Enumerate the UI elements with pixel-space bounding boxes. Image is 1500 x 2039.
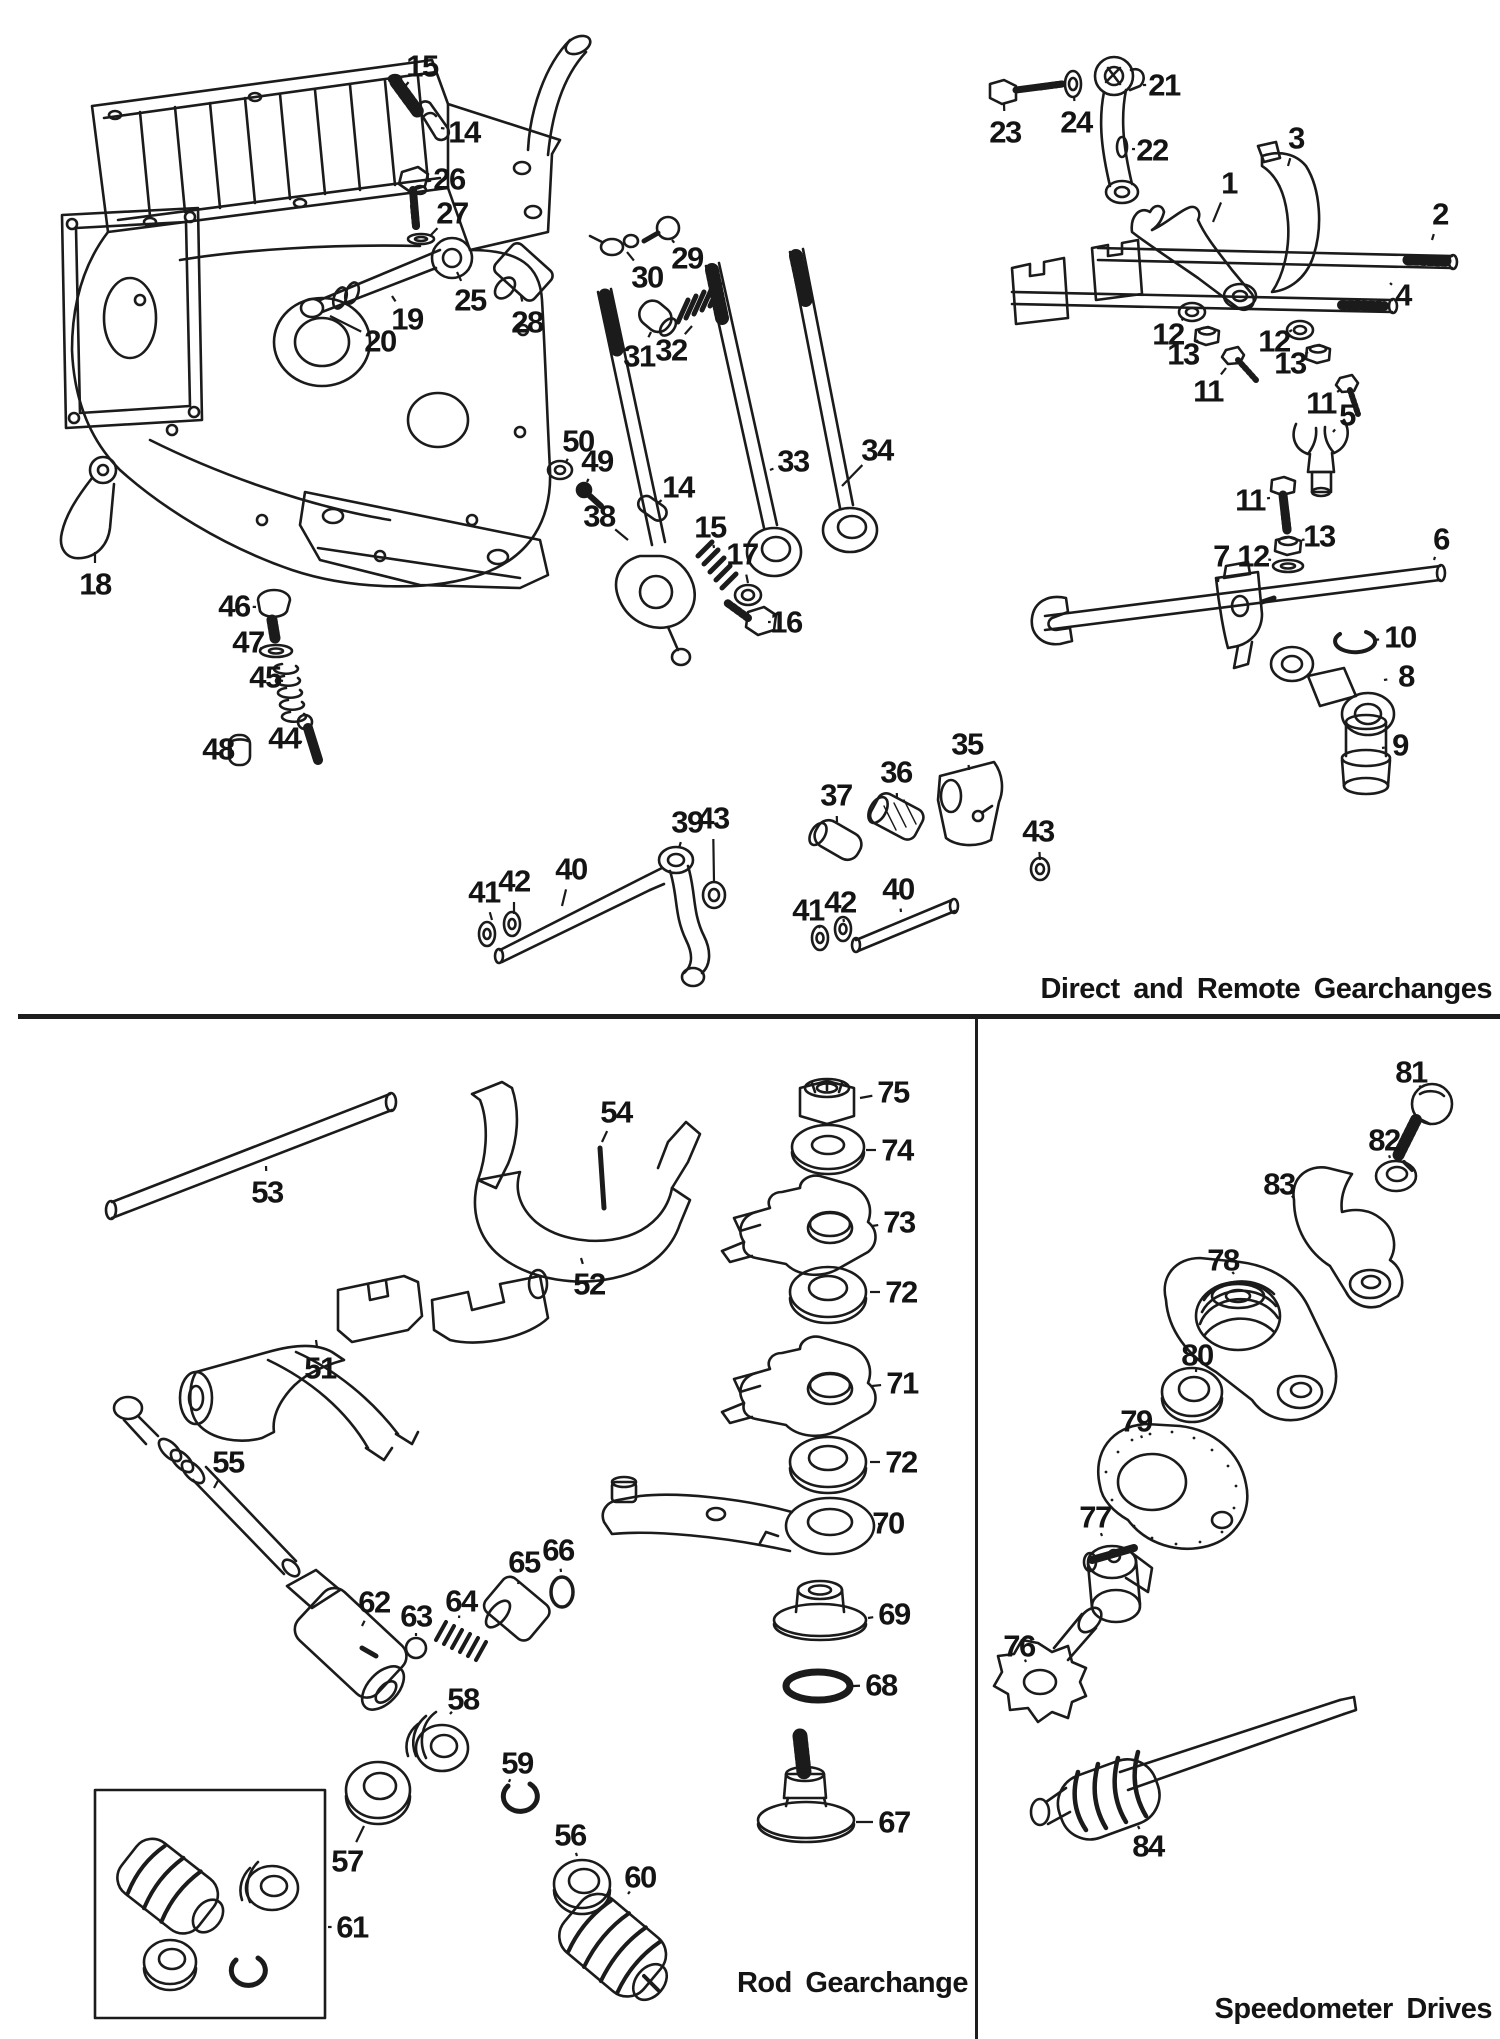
- part-23-bolt: [988, 78, 1066, 106]
- part-79-gasket: [1097, 1422, 1249, 1550]
- part-35-block: [936, 760, 1004, 847]
- part-51-fork: [178, 1274, 424, 1462]
- part-69-bush: [772, 1579, 868, 1642]
- part-12-washer-c: [1271, 558, 1305, 574]
- part-41-washer-right: [810, 924, 830, 952]
- part-18-lever: [59, 455, 118, 560]
- part-48-roller: [227, 733, 252, 767]
- part-36-bush: [867, 792, 925, 841]
- part-65-bush: [482, 1575, 551, 1642]
- part-45-spring: [272, 662, 308, 724]
- part-57-ring: [344, 1760, 412, 1826]
- part-5-fork: [1292, 418, 1349, 498]
- part-50-washer: [546, 459, 574, 481]
- part-9-bush: [1340, 713, 1392, 796]
- part-31-plunger: [637, 299, 678, 337]
- part-11-bolt-c: [1269, 475, 1297, 535]
- part-3-fork: [1256, 140, 1321, 294]
- part-14-pin: [636, 494, 668, 522]
- horizontal-divider: [18, 1014, 1500, 1019]
- part-8-link: [1269, 645, 1396, 737]
- section-title-direct-remote: Direct and Remote Gearchanges: [1040, 973, 1492, 1005]
- part-32-spring: [675, 281, 723, 325]
- part-49-ball-pin: [575, 481, 604, 509]
- part-47-washer: [258, 643, 294, 659]
- part-77-clamp: [1082, 1544, 1154, 1624]
- part-46-plug: [256, 588, 292, 644]
- part-73-plate: [720, 1174, 877, 1277]
- part-34-rod: [788, 247, 879, 554]
- part-29-ball-pin: [641, 215, 681, 244]
- part-1-fork: [1130, 204, 1258, 312]
- part-37-tube: [808, 818, 863, 862]
- part-64-spring: [434, 1620, 488, 1662]
- part-13-nut-b: [1304, 343, 1332, 365]
- part-15-stud: [389, 75, 425, 119]
- section-title-rod-gearchange: Rod Gearchange: [736, 1967, 969, 1999]
- part-19-20-25-remote-rod: [299, 236, 474, 319]
- part-78-housing: [1163, 1256, 1338, 1422]
- part-61-kit-box: [93, 1788, 327, 2020]
- part-74-washer: [790, 1123, 866, 1176]
- part-11-bolt-b: [1334, 373, 1361, 417]
- section-title-speedometer-drives: Speedometer Drives: [1214, 1993, 1493, 2025]
- part-39-lever: [657, 845, 711, 988]
- part-83-clamp: [1292, 1166, 1404, 1309]
- part-70-lever: [601, 1475, 876, 1556]
- part-54-pin: [597, 1145, 607, 1211]
- part-52-bracket: [430, 1080, 702, 1344]
- part-82-washer: [1374, 1159, 1418, 1193]
- part-59-snap-ring: [500, 1781, 540, 1814]
- part-56-ring: [552, 1858, 612, 1916]
- part-41-washer: [477, 920, 497, 948]
- part-40-rod-right: [850, 897, 960, 954]
- part-67-ball-stud: [756, 1728, 856, 1844]
- part-80-bush: [1160, 1366, 1224, 1424]
- part-13-nut-c: [1273, 535, 1303, 557]
- part-84-drive-gear-shaft: [1029, 1695, 1358, 1841]
- part-33-rod: [704, 261, 803, 578]
- part-21-lever: [1093, 55, 1145, 205]
- part-68-oring: [782, 1668, 854, 1704]
- part-72-washer: [788, 1265, 868, 1325]
- part-12-washer-a: [1177, 301, 1207, 323]
- part-22-pin: [1115, 135, 1129, 159]
- part-75-nut: [798, 1077, 856, 1126]
- part-11-bolt-a: [1220, 345, 1259, 383]
- vertical-divider: [975, 1016, 978, 2039]
- part-42-washer-right: [833, 915, 853, 943]
- part-63-ball: [404, 1636, 428, 1660]
- part-76-pinion: [992, 1606, 1103, 1724]
- part-28-bushing: [492, 241, 554, 302]
- part-81-bolt: [1392, 1082, 1454, 1162]
- part-16-bolt: [722, 598, 778, 637]
- part-14-plug: [417, 100, 451, 142]
- part-12-washer-b: [1285, 319, 1315, 341]
- part-15-spring: [695, 539, 739, 591]
- part-60-worm: [558, 1892, 669, 2002]
- part-27-washer: [406, 232, 436, 246]
- part-44-plunger: [296, 713, 323, 765]
- part-13-nut-a: [1193, 325, 1221, 347]
- part-55-shaft: [112, 1395, 301, 1578]
- part-30-link: [588, 233, 640, 257]
- part-6-7-rail-fork: [1030, 560, 1447, 670]
- part-66-ring: [549, 1575, 575, 1609]
- part-58-plug: [405, 1710, 470, 1773]
- part-62-housing: [285, 1568, 408, 1711]
- part-10-circlip: [1333, 630, 1378, 655]
- part-40-rod-left: [493, 866, 666, 965]
- part-17-washer: [733, 583, 763, 607]
- part-26-bolt: [397, 165, 430, 230]
- part-42-washer: [502, 910, 522, 938]
- part-72-washer-b: [788, 1435, 868, 1495]
- part-53-rod: [104, 1091, 398, 1221]
